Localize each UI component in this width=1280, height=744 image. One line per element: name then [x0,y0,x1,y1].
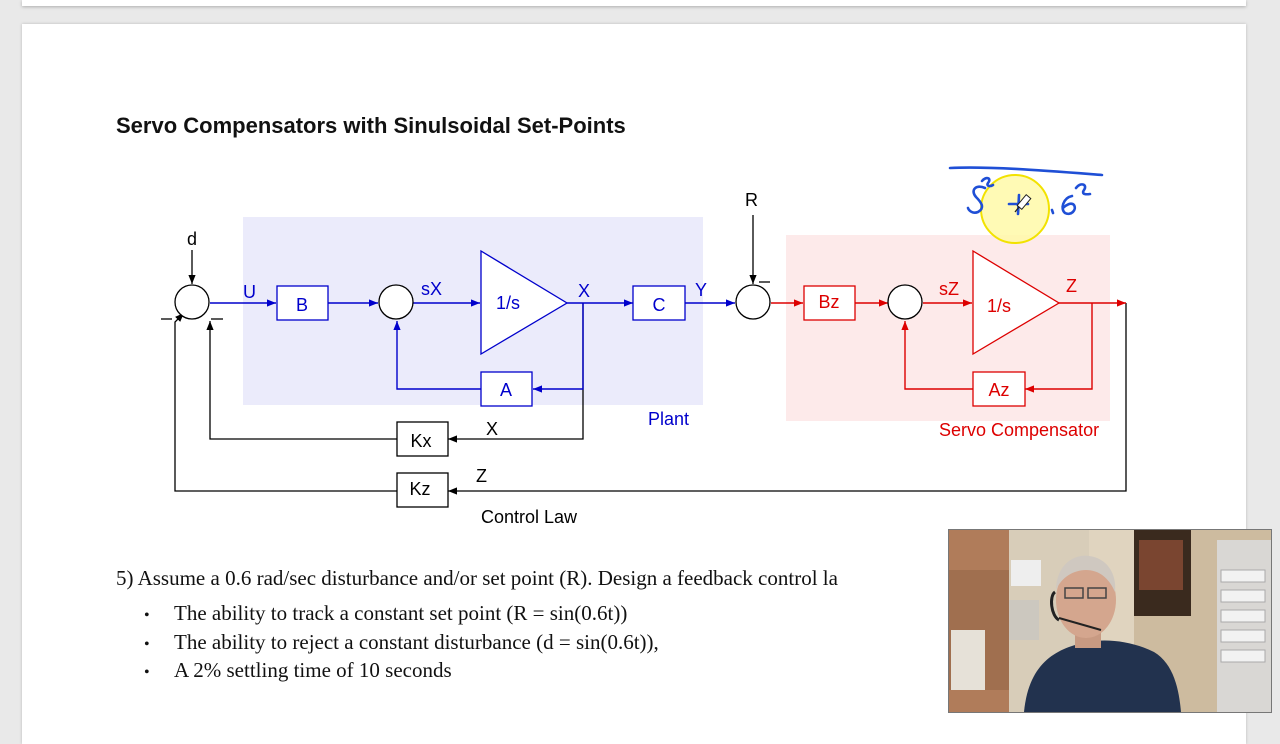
plant-label: Plant [648,409,689,429]
presenter-webcam [948,529,1272,713]
summing-junction-plant [378,284,414,320]
integrator-block: 1/s [480,249,569,356]
requirement-text: The ability to track a constant set poin… [174,601,628,625]
block-bz: Bz [803,285,856,321]
control-law-label: Control Law [481,507,578,527]
integrator-label: 1/s [496,293,520,313]
problem-statement: 5) Assume a 0.6 rad/sec disturbance and/… [116,566,838,590]
signal-x-label: X [578,281,590,301]
signal-z-label: Z [1066,276,1077,296]
pen-cursor-icon [1014,194,1032,213]
block-kz: Kz [396,472,449,508]
integrator-z-label: 1/s [987,296,1011,316]
requirement-text: A 2% settling time of 10 seconds [174,658,452,682]
block-az-label: Az [988,380,1009,400]
servo-compensator-label: Servo Compensator [939,420,1099,440]
previous-page-edge [22,0,1246,6]
block-kz-label: Kz [409,479,430,499]
block-a-label: A [500,380,512,400]
signal-sx-label: sX [421,279,442,299]
webcam-scene [949,530,1271,712]
handwriting-strokes [948,166,1104,216]
block-b-label: B [296,295,308,315]
block-b: B [276,285,329,321]
signal-r-label: R [745,190,758,210]
block-bz-label: Bz [818,292,839,312]
requirement-item: • The ability to reject a constant distur… [144,630,659,659]
summing-junction-input [174,284,210,320]
requirement-item: • The ability to track a constant set poi… [144,601,659,630]
block-c: C [632,285,686,321]
requirement-item: • A 2% settling time of 10 seconds [144,658,659,687]
servo-compensator-region [786,235,1110,421]
feedback-z-label: Z [476,466,487,486]
block-kx: Kx [396,421,449,457]
summing-junction-servo [887,284,923,320]
integrator-z-block: 1/s [972,249,1061,356]
signal-sz-label: sZ [939,279,959,299]
plant-wiring [210,299,735,393]
signal-d-label: d [187,229,197,249]
signal-u-label: U [243,282,256,302]
bullet-icon: • [144,664,150,681]
requirements-list: • The ability to track a constant set poi… [144,601,659,687]
page-title: Servo Compensators with Sinulsoidal Set-… [116,113,626,138]
servo-wiring [771,299,1126,393]
block-c-label: C [653,295,666,315]
block-diagram: B 1/s A C Bz 1/s Az Kx Kz d U sX X Y R s… [161,166,1127,527]
feedback-x-label: X [486,419,498,439]
block-kx-label: Kx [410,431,431,451]
requirement-text: The ability to reject a constant disturb… [174,629,659,654]
handwritten-annotation [948,166,1104,244]
block-az: Az [972,371,1026,407]
bullet-icon: • [144,635,150,653]
signal-y-label: Y [695,280,707,300]
block-a: A [480,371,533,407]
bullet-icon: • [144,607,150,624]
summing-junction-error [735,284,771,320]
